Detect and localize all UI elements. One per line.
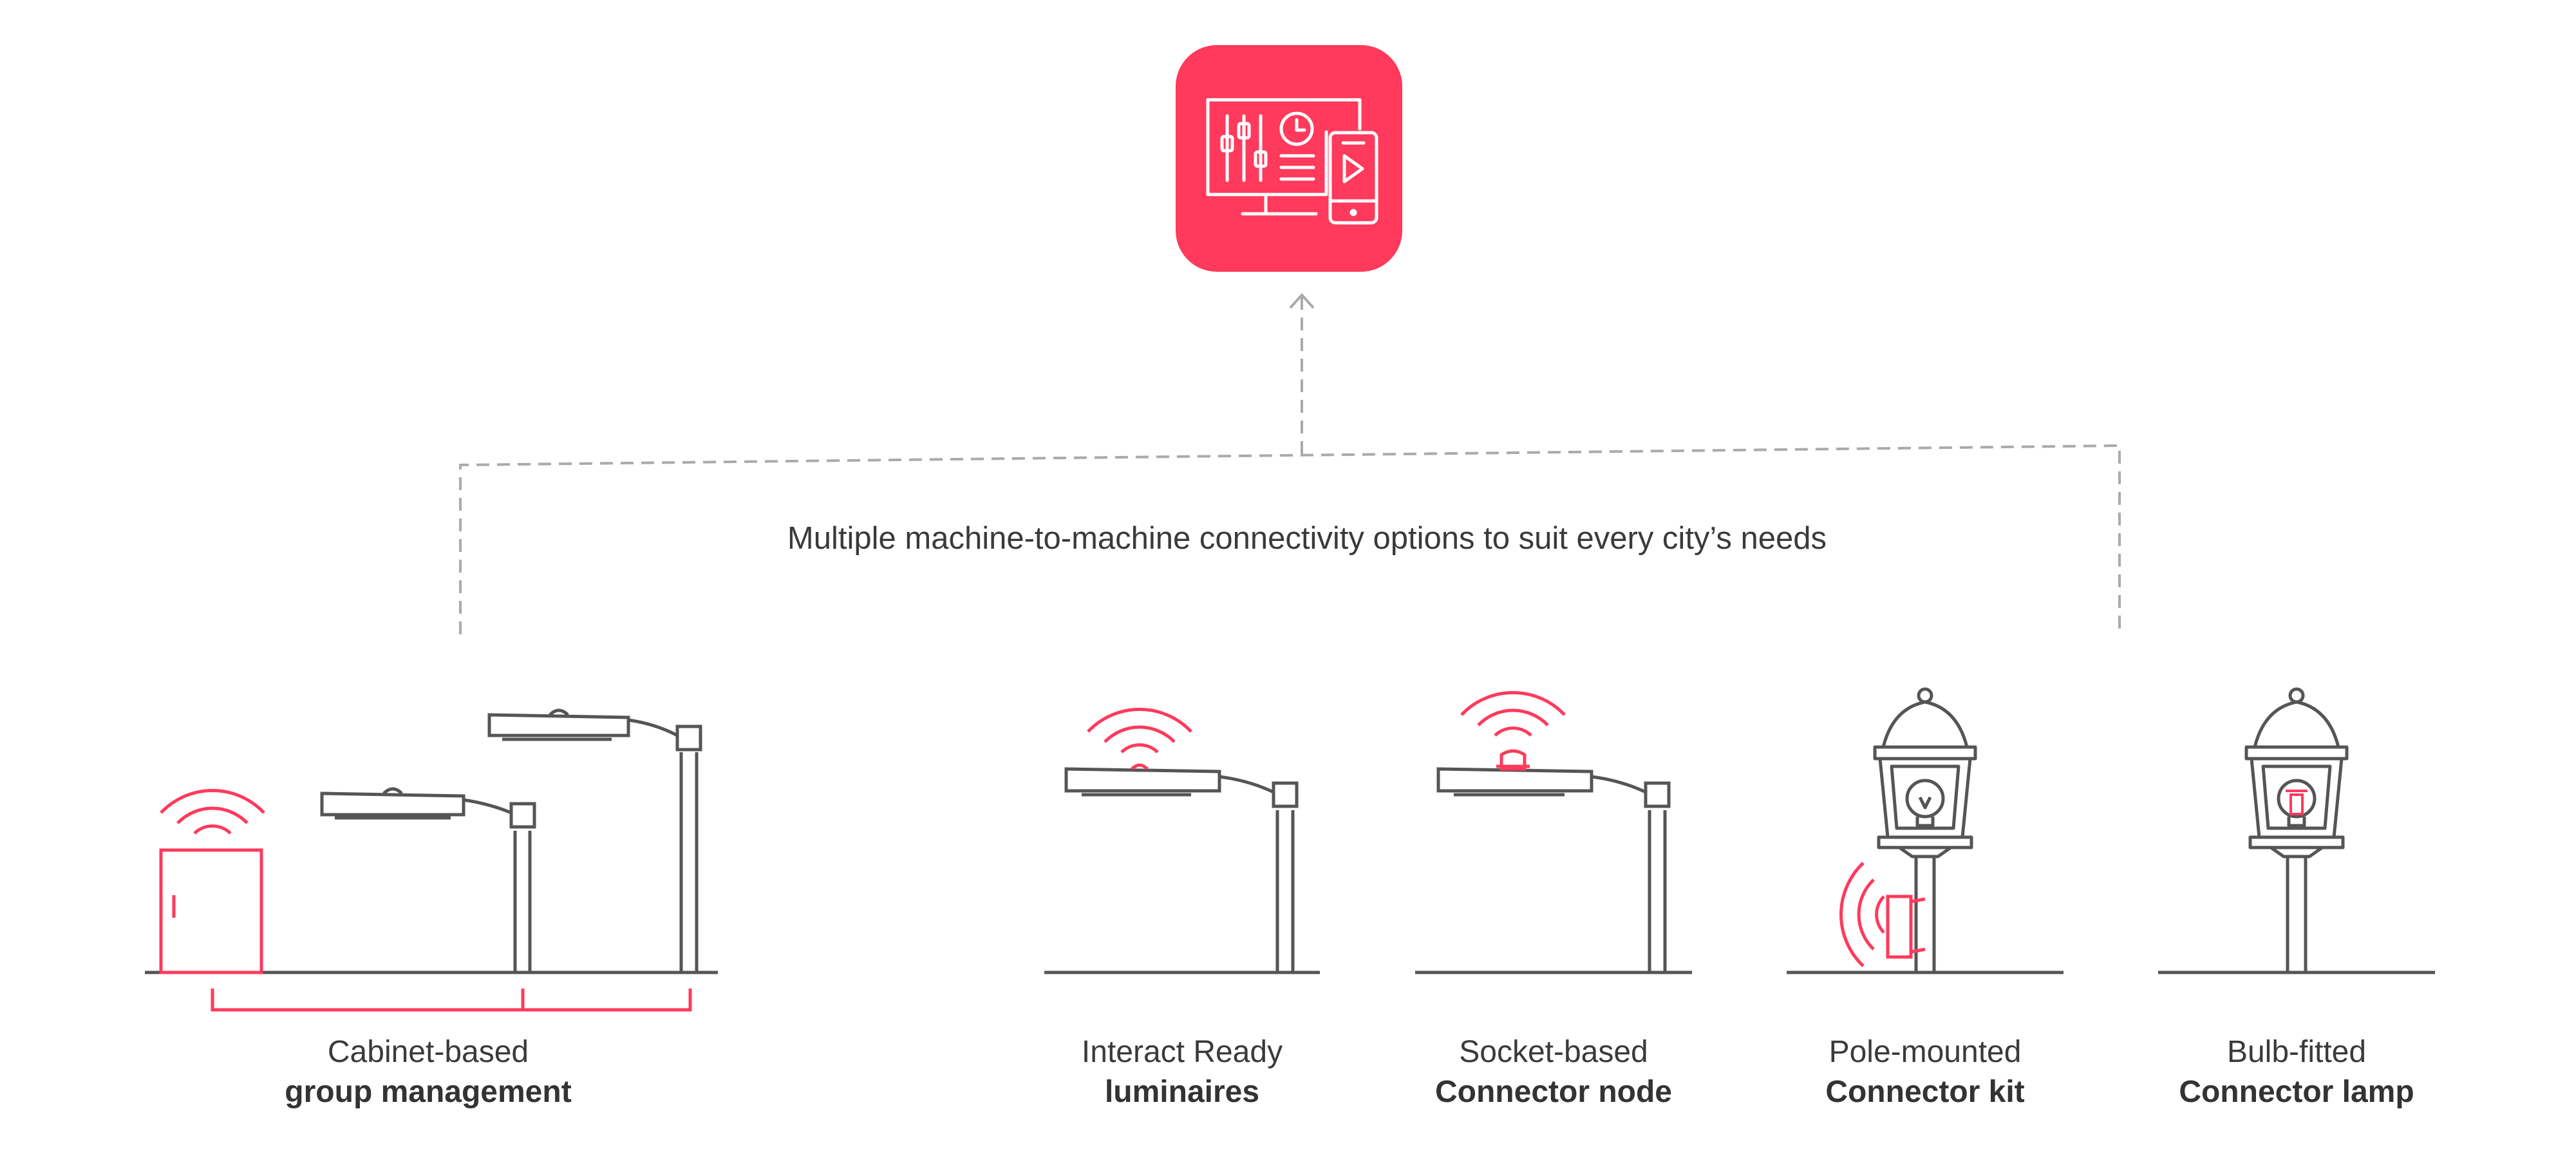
bulb-lantern-icon [2158, 687, 2435, 974]
option-label-line2: luminaires [1104, 1075, 1260, 1109]
option-label-line1: Cabinet-based [327, 1035, 529, 1069]
wifi-streetlight-icon [1044, 709, 1320, 974]
option-label-line1: Socket-based [1459, 1035, 1648, 1069]
option-label-line2: Connector node [1435, 1075, 1672, 1109]
pole-mounted-lantern-icon [1787, 687, 2064, 974]
option-label-bulb-fitted: Bulb-fitted Connector lamp [2103, 1032, 2490, 1112]
option-label-line2: group management [285, 1075, 572, 1109]
option-label-pole-mounted: Pole-mounted Connector kit [1732, 1032, 2118, 1112]
option-label-line2: Connector kit [1825, 1075, 2025, 1109]
arrow-up-icon [1289, 293, 1315, 309]
dashed-connector-lines [459, 296, 2121, 634]
option-label-cabinet: Cabinet-based group management [235, 1032, 621, 1112]
socket-node-streetlight-icon [1415, 692, 1692, 974]
option-label-line2: Connector lamp [2179, 1075, 2414, 1109]
option-label-line1: Interact Ready [1081, 1035, 1283, 1069]
option-label-interact-ready: Interact Ready luminaires [989, 1032, 1375, 1112]
diagram-caption: Multiple machine-to-machine connectivity… [787, 521, 1827, 556]
option-label-socket-based: Socket-based Connector node [1360, 1032, 1747, 1112]
monitor-and-phone-control-icon [1176, 45, 1402, 272]
cabinet-streetlights-icon [145, 708, 718, 1012]
option-label-line1: Pole-mounted [1829, 1035, 2022, 1069]
option-label-line1: Bulb-fitted [2226, 1035, 2367, 1069]
